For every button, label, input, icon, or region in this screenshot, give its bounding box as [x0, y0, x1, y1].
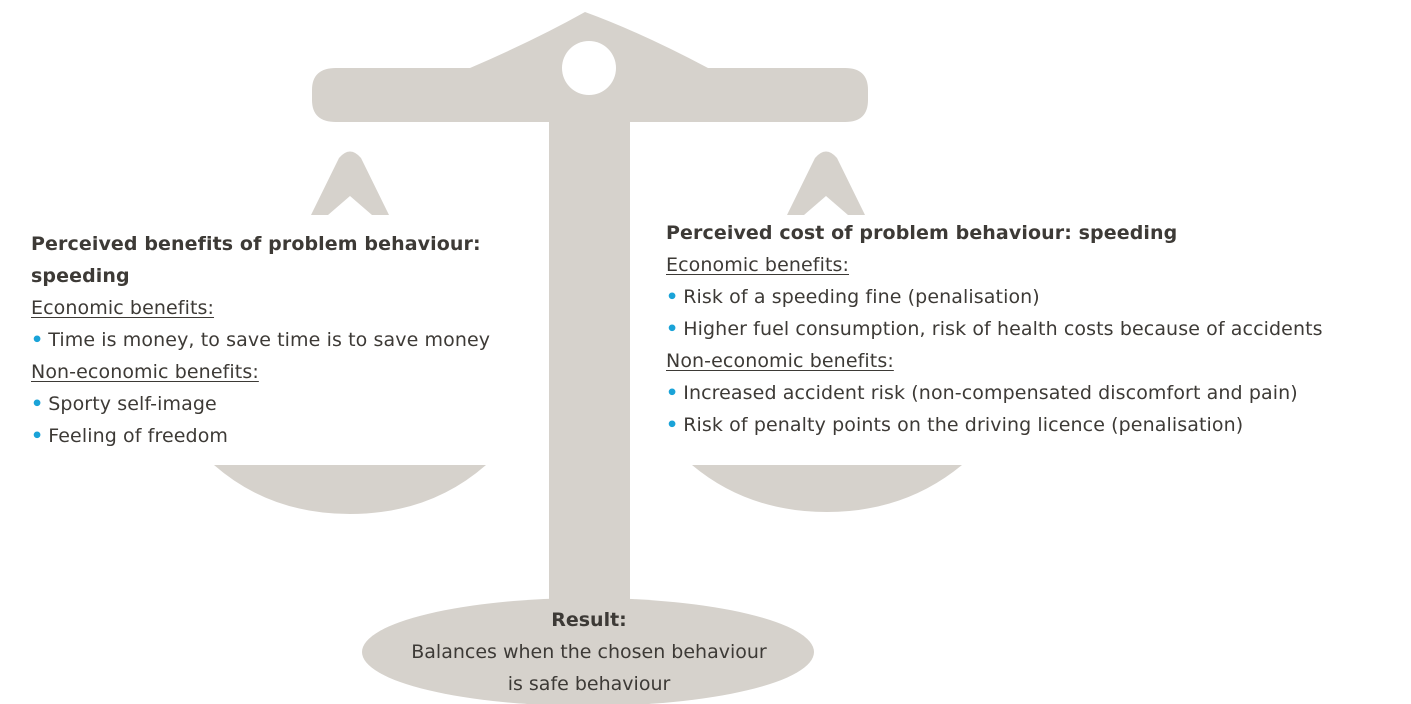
list-item-text: Increased accident risk (non-compensated… — [683, 382, 1298, 404]
result-line2: is safe behaviour — [507, 673, 671, 695]
bullet-icon: • — [31, 329, 44, 351]
scale-base — [362, 598, 814, 704]
scale-pivot-hole — [562, 41, 616, 95]
result-text: Result: Balances when the chosen behavio… — [363, 604, 815, 700]
list-item-text: Higher fuel consumption, risk of health … — [683, 318, 1323, 340]
left-noneconomic-item: •Sporty self-image — [31, 388, 551, 420]
scale-post — [549, 110, 630, 630]
bullet-icon: • — [31, 393, 44, 415]
right-economic-item: •Risk of a speeding fine (penalisation) — [666, 281, 1406, 313]
bullet-icon: • — [666, 318, 679, 340]
list-item-text: Feeling of freedom — [48, 425, 229, 447]
right-economic-title: Economic benefits: — [666, 254, 850, 276]
right-pan-hanger — [787, 151, 865, 215]
bullet-icon: • — [31, 425, 44, 447]
right-noneconomic-title: Non-economic benefits: — [666, 350, 894, 372]
list-item-text: Risk of a speeding fine (penalisation) — [683, 286, 1040, 308]
perceived-benefits-panel: Perceived benefits of problem behaviour:… — [31, 228, 551, 452]
left-heading-line2: speeding — [31, 265, 130, 287]
list-item-text: Sporty self-image — [48, 393, 217, 415]
left-economic-title: Economic benefits: — [31, 297, 215, 319]
list-item-text: Time is money, to save time is to save m… — [48, 329, 491, 351]
right-heading: Perceived cost of problem behaviour: spe… — [666, 222, 1178, 244]
left-noneconomic-title: Non-economic benefits: — [31, 361, 259, 383]
left-noneconomic-item: •Feeling of freedom — [31, 420, 551, 452]
bullet-icon: • — [666, 414, 679, 436]
list-item-text: Risk of penalty points on the driving li… — [683, 414, 1244, 436]
right-noneconomic-item: •Risk of penalty points on the driving l… — [666, 409, 1406, 441]
left-heading-line1: Perceived benefits of problem behaviour: — [31, 233, 481, 255]
bullet-icon: • — [666, 286, 679, 308]
result-title: Result: — [551, 609, 627, 631]
bullet-icon: • — [666, 382, 679, 404]
result-line1: Balances when the chosen behaviour — [411, 641, 767, 663]
left-economic-item: •Time is money, to save time is to save … — [31, 324, 551, 356]
right-noneconomic-item: •Increased accident risk (non-compensate… — [666, 377, 1406, 409]
right-economic-item: •Higher fuel consumption, risk of health… — [666, 313, 1406, 345]
left-pan — [214, 465, 486, 514]
perceived-cost-panel: Perceived cost of problem behaviour: spe… — [666, 217, 1406, 441]
right-pan — [692, 465, 962, 512]
left-pan-hanger — [311, 151, 389, 215]
